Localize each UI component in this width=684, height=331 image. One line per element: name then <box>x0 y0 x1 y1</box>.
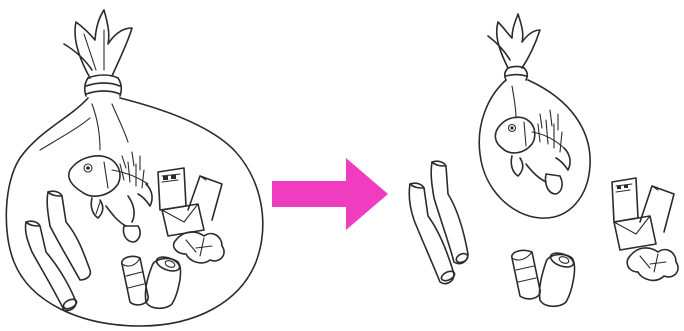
garbage-bag-icon <box>478 13 591 219</box>
bottles-icon <box>24 190 92 312</box>
right-panel-sorted-waste <box>408 13 679 308</box>
fish-bones-icon <box>67 151 153 243</box>
left-panel-mixed-waste <box>5 9 264 327</box>
paper-waste-icon <box>157 167 225 264</box>
cans-icon <box>511 249 576 308</box>
garbage-bag-icon <box>5 9 264 327</box>
right-arrow-icon <box>272 158 388 230</box>
cans-icon <box>121 255 182 310</box>
bottles-icon <box>408 160 469 285</box>
paper-waste-icon <box>611 177 679 282</box>
fish-bones-icon <box>494 109 571 195</box>
